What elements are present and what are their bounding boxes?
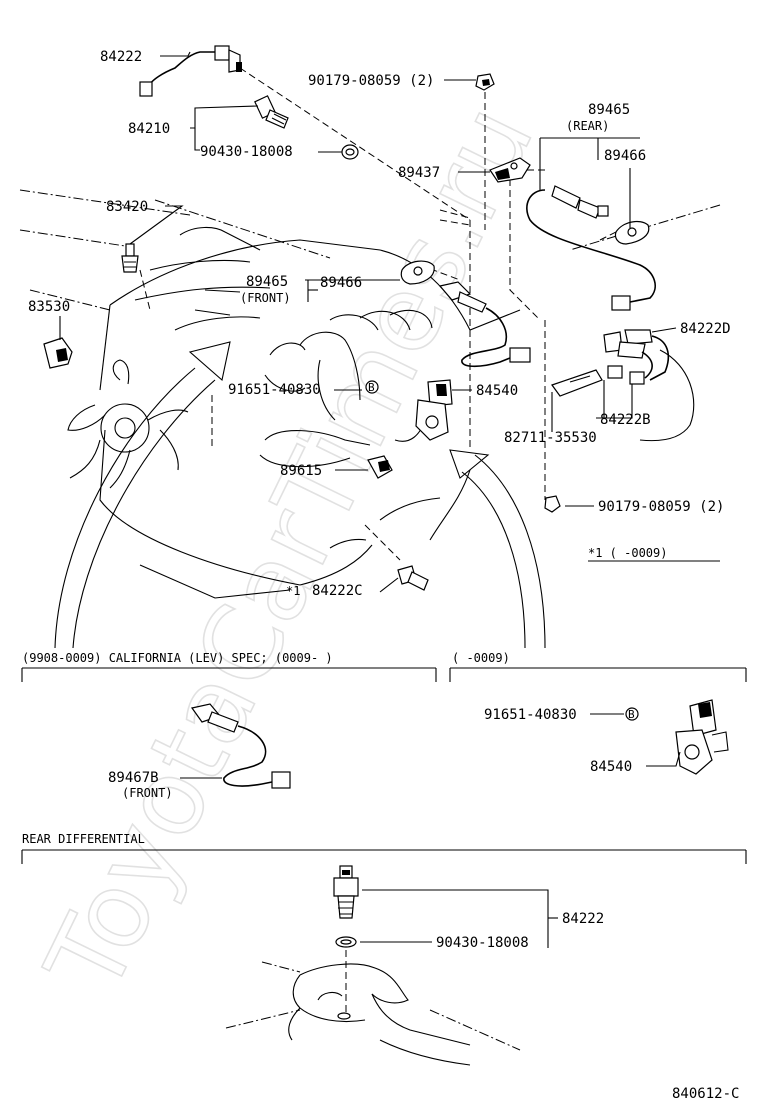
label-90179-bottom: 90179-08059 (2) (598, 499, 724, 515)
gasket-90430-top[interactable] (341, 144, 359, 160)
section-rear-differential: REAR DIFFERENTIAL (21, 832, 747, 864)
sensor-84222-bottom[interactable] (333, 865, 359, 919)
label-83530: 83530 (28, 299, 70, 315)
callout-arrow-left (54, 341, 231, 649)
label-89465-front: 89465 (246, 274, 288, 290)
part-labels-main: 84222 84210 90430-18008 90179-08059 (2) … (28, 49, 731, 599)
oxygen-sensor-89465-front[interactable] (438, 281, 531, 368)
label-90430-bottom: 90430-18008 (436, 935, 529, 951)
section-rear-diff-title: REAR DIFFERENTIAL (22, 832, 145, 846)
sensor-84222C[interactable] (397, 565, 429, 591)
label-89437: 89437 (398, 165, 440, 181)
nut-90179-top[interactable] (475, 73, 495, 91)
engine-block-outline (19, 189, 721, 599)
label-84540-mid: 84540 (476, 383, 518, 399)
label-91651-right: 91651-40830 (484, 707, 577, 723)
label-83420: 83420 (106, 199, 148, 215)
label-front-note-b: (FRONT) (122, 786, 173, 800)
label-89466-mid: 89466 (320, 275, 362, 291)
switch-84210[interactable] (254, 95, 289, 129)
bolt-marker-right[interactable]: B (625, 707, 639, 721)
diagram-code: 840612-C (672, 1086, 739, 1102)
label-84540-right: 84540 (590, 759, 632, 775)
switch-83530[interactable] (43, 337, 73, 369)
label-rear-note: (REAR) (566, 119, 609, 133)
label-90430-top: 90430-18008 (200, 144, 293, 160)
label-84222D: 84222D (680, 321, 731, 337)
section-california: (9908-0009) CALIFORNIA (LEV) SPEC; (0009… (21, 651, 437, 682)
gasket-90430-bottom[interactable] (335, 936, 357, 948)
label-84210: 84210 (128, 121, 170, 137)
gasket-89466-mid[interactable] (400, 260, 435, 285)
watermark: ToyotaCarTimes.ru (22, 87, 557, 1012)
switch-84540-right[interactable] (675, 699, 729, 775)
label-89465-rear: 89465 (588, 102, 630, 118)
bolt-letter-mid: B (368, 381, 375, 394)
leader-84222-bottom (362, 889, 549, 948)
sensor-83420[interactable] (121, 243, 139, 273)
label-82711: 82711-35530 (504, 430, 597, 446)
label-84222C: 84222C (312, 583, 363, 599)
callout-arrow-right (449, 449, 546, 649)
nut-90179-bottom[interactable] (544, 495, 561, 513)
label-front-note: (FRONT) (240, 291, 291, 305)
label-84222-bottom: 84222 (562, 911, 604, 927)
bolt-letter-right: B (628, 708, 635, 721)
leader-84540-right (646, 751, 681, 767)
sensor-89615[interactable] (367, 455, 393, 479)
bolt-marker-mid[interactable]: B (365, 380, 379, 394)
switch-84540-mid[interactable] (415, 379, 453, 441)
label-89467B: 89467B (108, 770, 159, 786)
gasket-89466-right[interactable] (614, 220, 650, 245)
label-star1-range: *1 ( -0009) (588, 546, 667, 560)
section-range: ( -0009) (449, 651, 747, 682)
label-91651-mid: 91651-40830 (228, 382, 321, 398)
section-california-title: (9908-0009) CALIFORNIA (LEV) SPEC; (0009… (22, 651, 333, 665)
oxygen-sensor-89467B[interactable] (180, 703, 291, 789)
label-89466-right: 89466 (604, 148, 646, 164)
differential-housing (225, 950, 521, 1066)
label-89615: 89615 (280, 463, 322, 479)
label-84222-top: 84222 (100, 49, 142, 65)
section-range-title: ( -0009) (452, 651, 510, 665)
bracket-82711[interactable] (551, 369, 603, 397)
bracket-89437[interactable] (489, 157, 531, 183)
leader-lines (59, 51, 677, 593)
sensor-84222D[interactable] (603, 329, 695, 442)
label-90179-top: 90179-08059 (2) (308, 73, 434, 89)
label-star1: *1 (286, 584, 300, 598)
label-84222B: 84222B (600, 412, 651, 428)
sensor-84222-top[interactable] (139, 45, 242, 97)
oxygen-sensor-89465-rear[interactable] (526, 185, 656, 311)
